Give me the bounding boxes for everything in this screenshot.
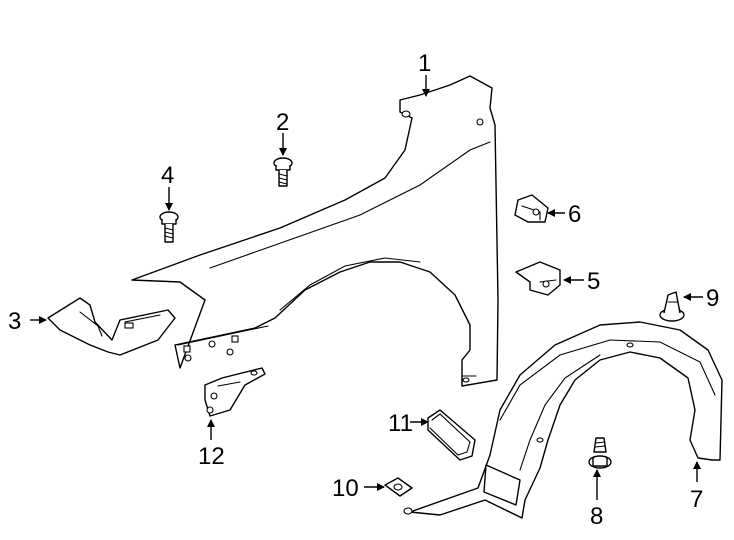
callout-5: 5 — [587, 268, 600, 295]
bracket-5[interactable] — [515, 261, 561, 296]
callout-11: 11 — [388, 410, 413, 437]
callout-4: 4 — [161, 162, 174, 189]
clip-6[interactable] — [514, 194, 549, 223]
fender[interactable] — [131, 75, 499, 387]
callout-10: 10 — [332, 475, 359, 502]
seal-pad[interactable] — [427, 409, 476, 461]
fender-liner[interactable] — [403, 321, 723, 519]
callout-7: 7 — [690, 486, 703, 513]
callout-2: 2 — [276, 109, 289, 136]
callout-1: 1 — [418, 50, 431, 77]
push-clip[interactable] — [659, 291, 685, 322]
callout-3: 3 — [8, 308, 21, 335]
callout-12: 12 — [198, 443, 225, 470]
screw[interactable] — [588, 437, 612, 469]
callout-8: 8 — [590, 503, 603, 530]
callout-9: 9 — [706, 285, 719, 312]
fender-bracket[interactable] — [47, 297, 176, 356]
callout-6: 6 — [568, 201, 581, 228]
bolt-4[interactable] — [159, 211, 179, 243]
bolt-2[interactable] — [273, 157, 293, 187]
bracket-12[interactable] — [204, 367, 266, 417]
clip-nut[interactable] — [384, 477, 413, 497]
